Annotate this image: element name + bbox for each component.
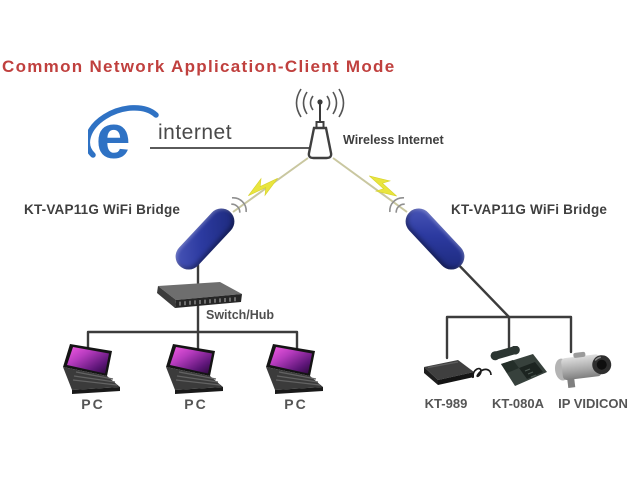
laptop-icon: [60, 344, 126, 396]
ip-phone-icon: [490, 346, 547, 386]
cable-squiggle-icon: [472, 367, 492, 379]
device-label-ip-vidicon: IP VIDICON: [558, 396, 628, 411]
signal-waves-icon: [389, 197, 405, 213]
pc-label: PC: [81, 396, 105, 412]
lightning-bolt-icon: [369, 175, 397, 197]
connector-switch-to-pcs: [86, 303, 299, 351]
connector-bridge-to-devices: [451, 257, 511, 350]
wireless-antenna-icon: [295, 88, 345, 160]
cctv-camera-icon: [554, 351, 612, 388]
internet-label: internet: [158, 121, 233, 144]
pc-label: PC: [284, 396, 308, 412]
device-label-kt989: KT-989: [424, 396, 468, 411]
device-label-kt080a: KT-080A: [491, 396, 545, 411]
connector-device-bus: [445, 315, 573, 360]
pc-label: PC: [184, 396, 208, 412]
diagram-title: Common Network Application-Client Mode: [2, 57, 396, 76]
switch-hub-label: Switch/Hub: [206, 308, 275, 322]
lightning-bolt-icon: [248, 177, 278, 197]
network-adapter-box-icon: [424, 360, 474, 385]
left-bridge-label: KT-VAP11G WiFi Bridge: [24, 202, 181, 217]
right-bridge-label: KT-VAP11G WiFi Bridge: [451, 202, 608, 217]
signal-waves-icon: [231, 197, 247, 213]
wireless-link-right: [332, 157, 408, 213]
switch-hub-icon: [157, 282, 242, 308]
laptop-icon: [163, 344, 229, 396]
wireless-internet-label: Wireless Internet: [343, 133, 444, 147]
laptop-icon: [263, 344, 329, 396]
internet-explorer-icon: e: [88, 103, 159, 172]
